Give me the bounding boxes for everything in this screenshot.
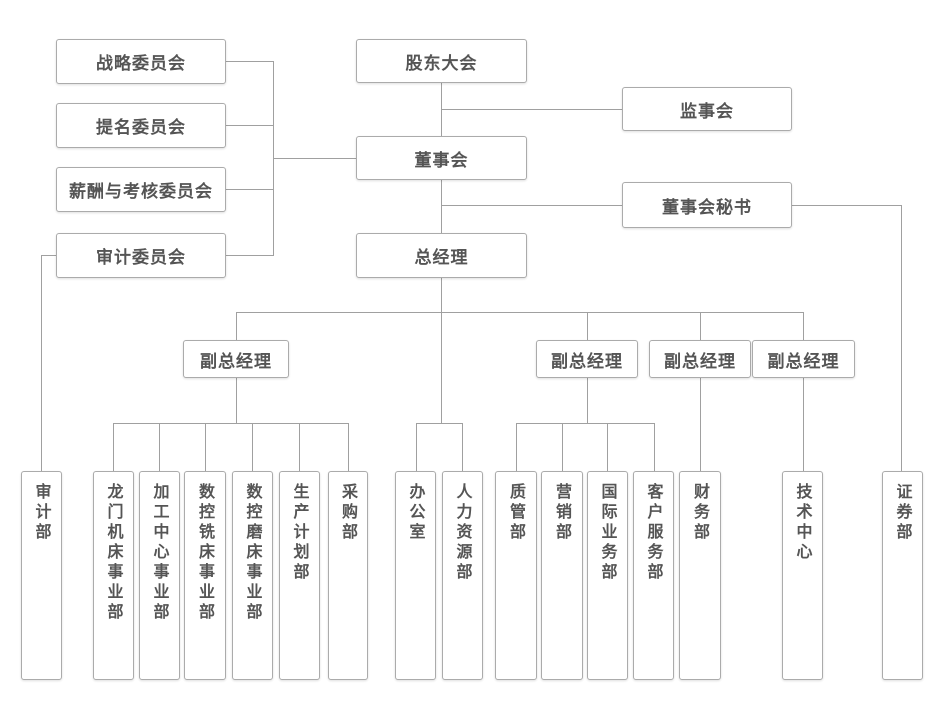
connector-line bbox=[441, 180, 442, 233]
connector-line bbox=[700, 312, 701, 340]
connector-line bbox=[901, 205, 902, 471]
connector-line bbox=[226, 125, 273, 126]
node-gantry-machine-division: 龙门机床事业部 bbox=[93, 471, 134, 680]
node-strategy-committee: 战略委员会 bbox=[56, 39, 226, 84]
connector-line bbox=[41, 255, 42, 471]
connector-line bbox=[607, 423, 608, 471]
node-office: 办公室 bbox=[395, 471, 436, 680]
connector-line bbox=[562, 423, 563, 471]
connector-line bbox=[803, 378, 804, 471]
node-marketing-dept: 营销部 bbox=[541, 471, 583, 680]
connector-line bbox=[41, 255, 56, 256]
connector-line bbox=[587, 378, 588, 423]
connector-line bbox=[159, 423, 160, 471]
node-hr-dept: 人力资源部 bbox=[442, 471, 483, 680]
connector-line bbox=[791, 205, 902, 206]
connector-line bbox=[236, 378, 237, 423]
connector-line bbox=[236, 312, 237, 340]
node-cnc-milling-division: 数控铣床事业部 bbox=[184, 471, 226, 680]
node-nomination-committee: 提名委员会 bbox=[56, 103, 226, 148]
node-vp1: 副总经理 bbox=[183, 340, 289, 378]
connector-line bbox=[252, 423, 253, 471]
connector-line bbox=[226, 255, 273, 256]
connector-line bbox=[441, 109, 622, 110]
connector-line bbox=[113, 423, 349, 424]
node-board-secretary: 董事会秘书 bbox=[622, 182, 792, 228]
node-finance-dept: 财务部 bbox=[679, 471, 721, 680]
connector-line bbox=[226, 189, 273, 190]
connector-line bbox=[516, 423, 517, 471]
connector-line bbox=[299, 423, 300, 471]
node-supervisory-board: 监事会 bbox=[622, 87, 792, 131]
node-audit-committee: 审计委员会 bbox=[56, 233, 226, 278]
node-cnc-grinding-division: 数控磨床事业部 bbox=[232, 471, 273, 680]
connector-line bbox=[236, 312, 804, 313]
node-vp2: 副总经理 bbox=[536, 340, 638, 378]
node-quality-dept: 质管部 bbox=[495, 471, 537, 680]
connector-line bbox=[462, 423, 463, 471]
connector-line bbox=[700, 378, 701, 471]
node-purchasing-dept: 采购部 bbox=[328, 471, 368, 680]
node-production-planning-dept: 生产计划部 bbox=[279, 471, 320, 680]
node-securities-dept: 证券部 bbox=[882, 471, 923, 680]
node-audit-dept: 审计部 bbox=[21, 471, 62, 680]
node-customer-service-dept: 客户服务部 bbox=[633, 471, 674, 680]
connector-line bbox=[441, 205, 622, 206]
node-shareholders-meeting: 股东大会 bbox=[356, 39, 527, 83]
node-international-business-dept: 国际业务部 bbox=[587, 471, 628, 680]
node-compensation-committee: 薪酬与考核委员会 bbox=[56, 167, 226, 212]
connector-line bbox=[803, 312, 804, 340]
node-general-manager: 总经理 bbox=[356, 233, 527, 278]
connector-line bbox=[273, 158, 356, 159]
connector-line bbox=[416, 423, 417, 471]
connector-line bbox=[516, 423, 654, 424]
node-board-of-directors: 董事会 bbox=[356, 136, 527, 180]
connector-line bbox=[348, 423, 349, 471]
node-machining-center-division: 加工中心事业部 bbox=[139, 471, 180, 680]
connector-line bbox=[416, 423, 463, 424]
connector-line bbox=[205, 423, 206, 471]
connector-line bbox=[113, 423, 114, 471]
connector-line bbox=[587, 312, 588, 340]
connector-line bbox=[441, 278, 442, 423]
node-technology-center: 技术中心 bbox=[782, 471, 823, 680]
node-vp4: 副总经理 bbox=[752, 340, 855, 378]
connector-line bbox=[654, 423, 655, 471]
node-vp3: 副总经理 bbox=[649, 340, 751, 378]
connector-line bbox=[226, 61, 273, 62]
